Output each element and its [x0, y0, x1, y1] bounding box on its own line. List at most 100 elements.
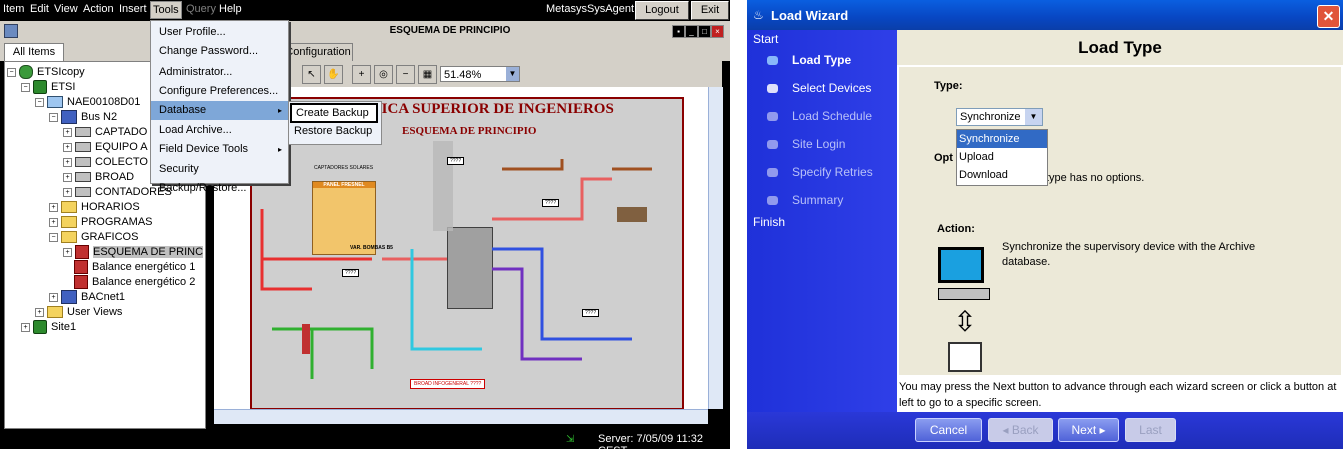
tree-node[interactable]: −ETSI	[21, 80, 75, 95]
load-type-select[interactable]: Synchronize	[956, 108, 1043, 126]
minimize-icon[interactable]: _	[685, 25, 698, 38]
absorption-unit	[447, 227, 493, 309]
create-backup-menu-item[interactable]: Create Backup	[290, 103, 378, 123]
pan-hand-icon[interactable]: ✋	[324, 65, 343, 84]
chevron-down-icon[interactable]: ▼	[506, 67, 519, 81]
tree-node[interactable]: −Bus N2	[49, 110, 117, 125]
pipe-network	[260, 159, 652, 379]
menu-query[interactable]: Query	[186, 3, 216, 15]
tree-node[interactable]: −NAE00108D01	[35, 95, 140, 110]
step-bullet-icon	[767, 112, 778, 121]
tree-node[interactable]: +BACnet1	[49, 290, 125, 305]
step-bullet-icon	[767, 56, 778, 65]
tree-node[interactable]: +User Views	[35, 305, 122, 320]
cold-pipe	[492, 247, 632, 341]
bus-icon	[61, 110, 77, 125]
step-site-login[interactable]: Site Login	[792, 137, 846, 151]
network-icon	[61, 290, 77, 305]
panel-title: PANEL FRESNEL	[313, 182, 375, 188]
tree-node[interactable]: +HORARIOS	[49, 200, 140, 215]
exit-button[interactable]: Exit	[691, 1, 729, 20]
back-button[interactable]: ◂ Back	[988, 418, 1053, 442]
step-load-type[interactable]: Load Type	[792, 53, 852, 67]
chevron-down-icon[interactable]: ▼	[1025, 109, 1042, 125]
menu-security-backup-restore[interactable]: Security Backup/Restore...	[159, 163, 247, 194]
pointer-icon[interactable]: ↖	[302, 65, 321, 84]
menu-load-archive[interactable]: Load Archive...	[159, 124, 232, 136]
next-button[interactable]: Next ▸	[1058, 418, 1119, 442]
document-icon	[4, 24, 18, 38]
diagram-subheading: ESQUEMA DE PRINCIPIO	[402, 125, 537, 137]
cancel-button[interactable]: Cancel	[915, 418, 982, 442]
tree-node[interactable]: +PROGRAMAS	[49, 215, 153, 230]
hot-pipe-2	[382, 177, 612, 261]
menu-administrator[interactable]: Administrator...	[159, 66, 233, 78]
schematic-diagram: ECNICA SUPERIOR DE INGENIEROS ESQUEMA DE…	[250, 97, 684, 410]
option-synchronize[interactable]: Synchronize	[957, 130, 1047, 148]
grid-icon[interactable]: ▦	[418, 65, 437, 84]
step-bullet-icon	[767, 84, 778, 93]
tree-node[interactable]: Balance energético 2	[74, 275, 195, 290]
zoom-out-icon[interactable]: −	[396, 65, 415, 84]
tree-node[interactable]: +BROAD	[63, 170, 134, 185]
step-select-devices[interactable]: Select Devices	[792, 81, 872, 95]
folder-icon	[61, 216, 77, 229]
close-icon[interactable]: ×	[711, 25, 724, 38]
zoom-in-icon[interactable]: +	[352, 65, 371, 84]
tree-node[interactable]: Balance energético 1	[74, 260, 195, 275]
menu-edit[interactable]: Edit	[30, 3, 49, 15]
restore-backup-menu-item[interactable]: Restore Backup	[294, 125, 373, 137]
menu-item[interactable]: Item	[3, 3, 25, 15]
tab-all-items[interactable]: All Items	[4, 43, 64, 61]
vertical-scrollbar[interactable]	[708, 87, 723, 409]
menu-database[interactable]: Database▸	[151, 101, 288, 120]
globe-icon	[19, 65, 33, 80]
tab-configuration[interactable]: Configuration	[283, 43, 353, 61]
device-icon	[75, 157, 91, 168]
nav-finish[interactable]: Finish	[753, 215, 786, 229]
step-load-schedule[interactable]: Load Schedule	[792, 109, 873, 123]
menu-tools[interactable]: Tools	[150, 1, 182, 19]
pin-icon[interactable]: ▪	[672, 25, 685, 38]
value-box: ????	[447, 157, 465, 165]
tree-node[interactable]: +CAPTADO	[63, 125, 147, 140]
action-text: Synchronize the supervisory device with …	[1002, 241, 1256, 268]
menu-insert[interactable]: Insert	[119, 3, 147, 15]
menu-field-device-tools[interactable]: Field Device Tools▸	[151, 140, 288, 159]
menu-user-profile[interactable]: User Profile...	[159, 26, 226, 38]
step-summary[interactable]: Summary	[792, 193, 844, 207]
zoom-fit-icon[interactable]: ◎	[374, 65, 393, 84]
wizard-content: Load Type Type: Opt The selected load ty…	[897, 30, 1343, 412]
menu-action[interactable]: Action	[83, 3, 114, 15]
tree-node[interactable]: +EQUIPO A	[63, 140, 148, 155]
tree-node[interactable]: +CONTADORES	[63, 185, 172, 200]
menu-view[interactable]: View	[54, 3, 78, 15]
tree-node-selected[interactable]: +ESQUEMA DE PRINC	[63, 245, 204, 260]
brown-pipe	[502, 159, 652, 171]
tree-node[interactable]: −GRAFICOS	[49, 230, 138, 245]
menu-change-password[interactable]: Change Password...	[159, 45, 259, 57]
dialog-title: Load Wizard	[771, 8, 849, 23]
option-upload[interactable]: Upload	[959, 151, 994, 163]
close-icon[interactable]: ✕	[1317, 5, 1340, 28]
java-cup-icon: ♨	[753, 8, 764, 22]
captadores-label: CAPTADORES SOLARES	[314, 165, 374, 171]
tree-node[interactable]: +Site1	[21, 320, 76, 335]
menu-help[interactable]: Help	[219, 3, 242, 15]
horizontal-scrollbar[interactable]	[214, 409, 708, 424]
wizard-button-bar: Cancel ◂ Back Next ▸ Last	[747, 412, 1343, 449]
step-specify-retries[interactable]: Specify Retries	[792, 165, 873, 179]
tree-node[interactable]: −ETSIcopy	[7, 65, 85, 80]
menu-bar: Item Edit View Action Insert Tools Query…	[0, 0, 730, 20]
menu-configure-preferences[interactable]: Configure Preferences...	[159, 85, 279, 97]
option-download[interactable]: Download	[959, 169, 1008, 181]
hot-pipe	[260, 209, 372, 291]
tree-node[interactable]: +COLECTO	[63, 155, 148, 170]
nav-start[interactable]: Start	[753, 32, 779, 46]
computer-icon	[938, 247, 990, 305]
last-button[interactable]: Last	[1125, 418, 1176, 442]
logout-button[interactable]: Logout	[635, 1, 689, 20]
step-bullet-icon	[767, 140, 778, 149]
zoom-select[interactable]: 51.48%	[440, 66, 520, 82]
maximize-icon[interactable]: □	[698, 25, 711, 38]
